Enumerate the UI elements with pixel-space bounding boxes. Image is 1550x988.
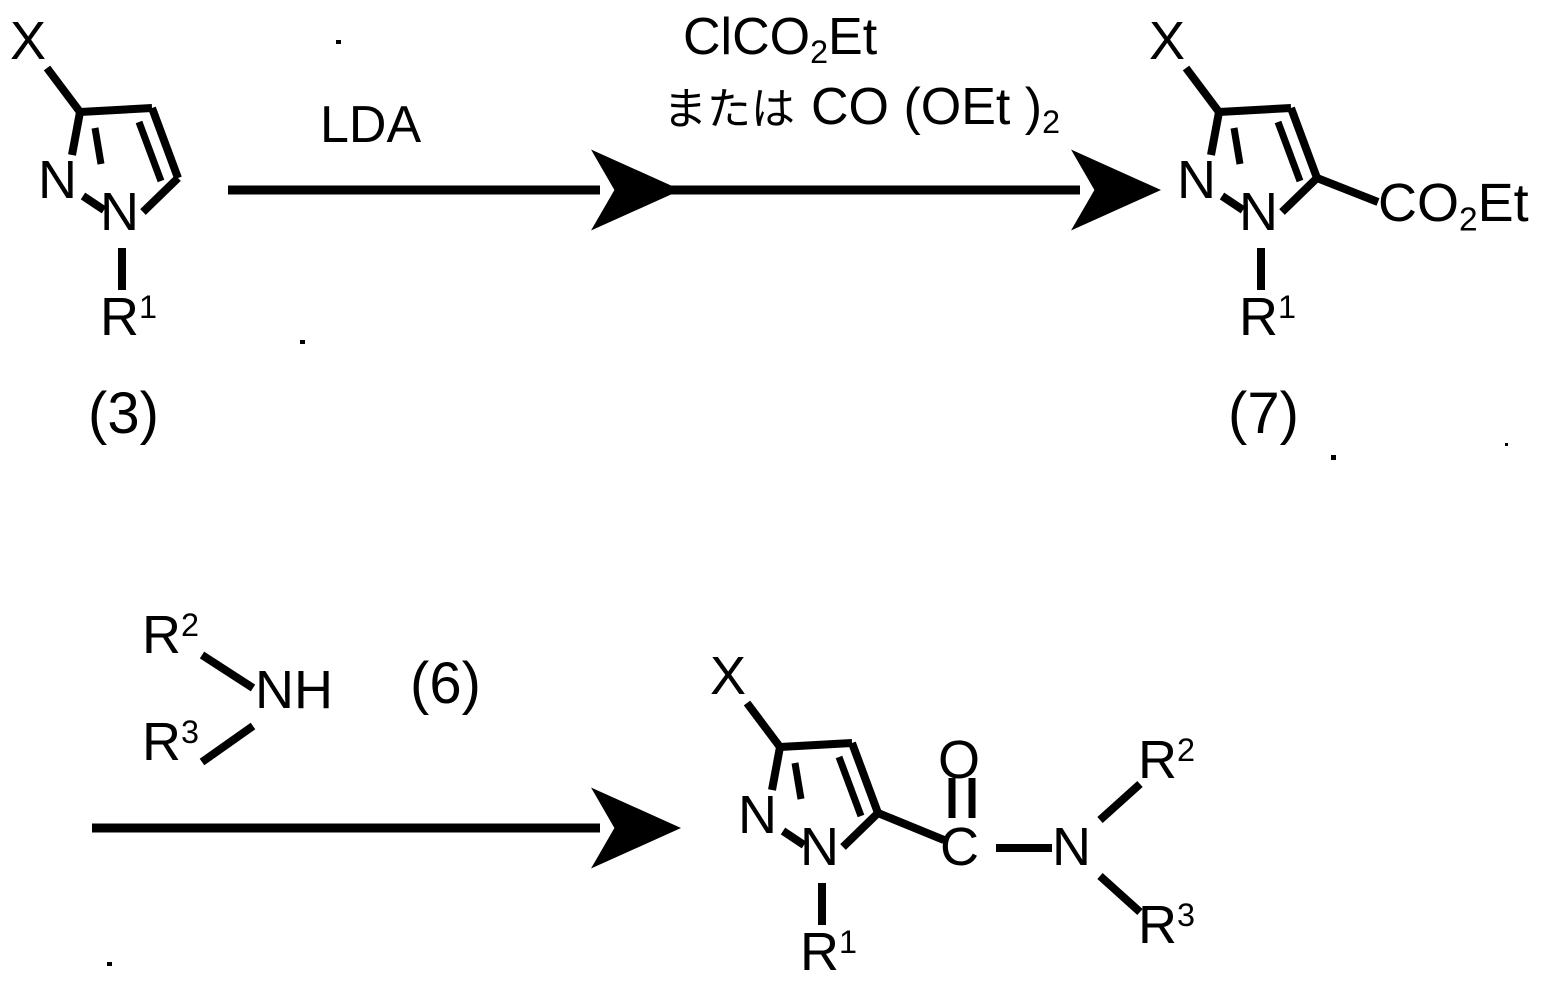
structure-3-n2-label: N	[38, 150, 77, 210]
structure-3-n1-label: N	[100, 182, 139, 242]
amide-r1-label: R1	[800, 922, 858, 982]
reagent-lda: LDA	[320, 96, 422, 154]
amine-nh-label: NH	[255, 660, 333, 720]
structure-7-n2-label: N	[1177, 150, 1216, 210]
reagent-chloroformate: ClCO2Et	[683, 8, 878, 71]
structure-7-id: (7)	[1228, 381, 1299, 446]
structure-7-x-label: X	[1149, 11, 1186, 71]
amide-x-label: X	[710, 646, 747, 706]
amine-6-bonds	[199, 651, 256, 766]
scan-speck	[107, 962, 112, 966]
structure-3-id: (3)	[88, 381, 159, 446]
structure-7-r1-label: R1	[1239, 287, 1297, 347]
amide-carbonyl-carbon-label: C	[940, 817, 979, 877]
amine-id: (6)	[410, 651, 481, 716]
amide-nitrogen-label: N	[1052, 817, 1091, 877]
scan-speck	[336, 40, 341, 44]
amide-r2-label: R2	[1138, 730, 1196, 790]
scan-speck	[1331, 455, 1336, 460]
structure-3-r1-label: R1	[100, 287, 158, 347]
amide-n2-label: N	[738, 785, 777, 845]
amine-r2-label: R2	[142, 605, 200, 665]
scan-speck	[1505, 443, 1508, 446]
amide-n1-label: N	[800, 817, 839, 877]
amide-carbonyl-oxygen-label: O	[938, 730, 981, 790]
amide-r3-label: R3	[1138, 895, 1196, 955]
structure-3-x-label: X	[10, 11, 47, 71]
amine-r3-label: R3	[142, 712, 200, 772]
structure-7-ester-label: CO2Et	[1378, 173, 1529, 239]
structure-7-n1-label: N	[1239, 182, 1278, 242]
scan-speck	[300, 340, 305, 344]
reagent-or-text: または	[663, 84, 795, 135]
